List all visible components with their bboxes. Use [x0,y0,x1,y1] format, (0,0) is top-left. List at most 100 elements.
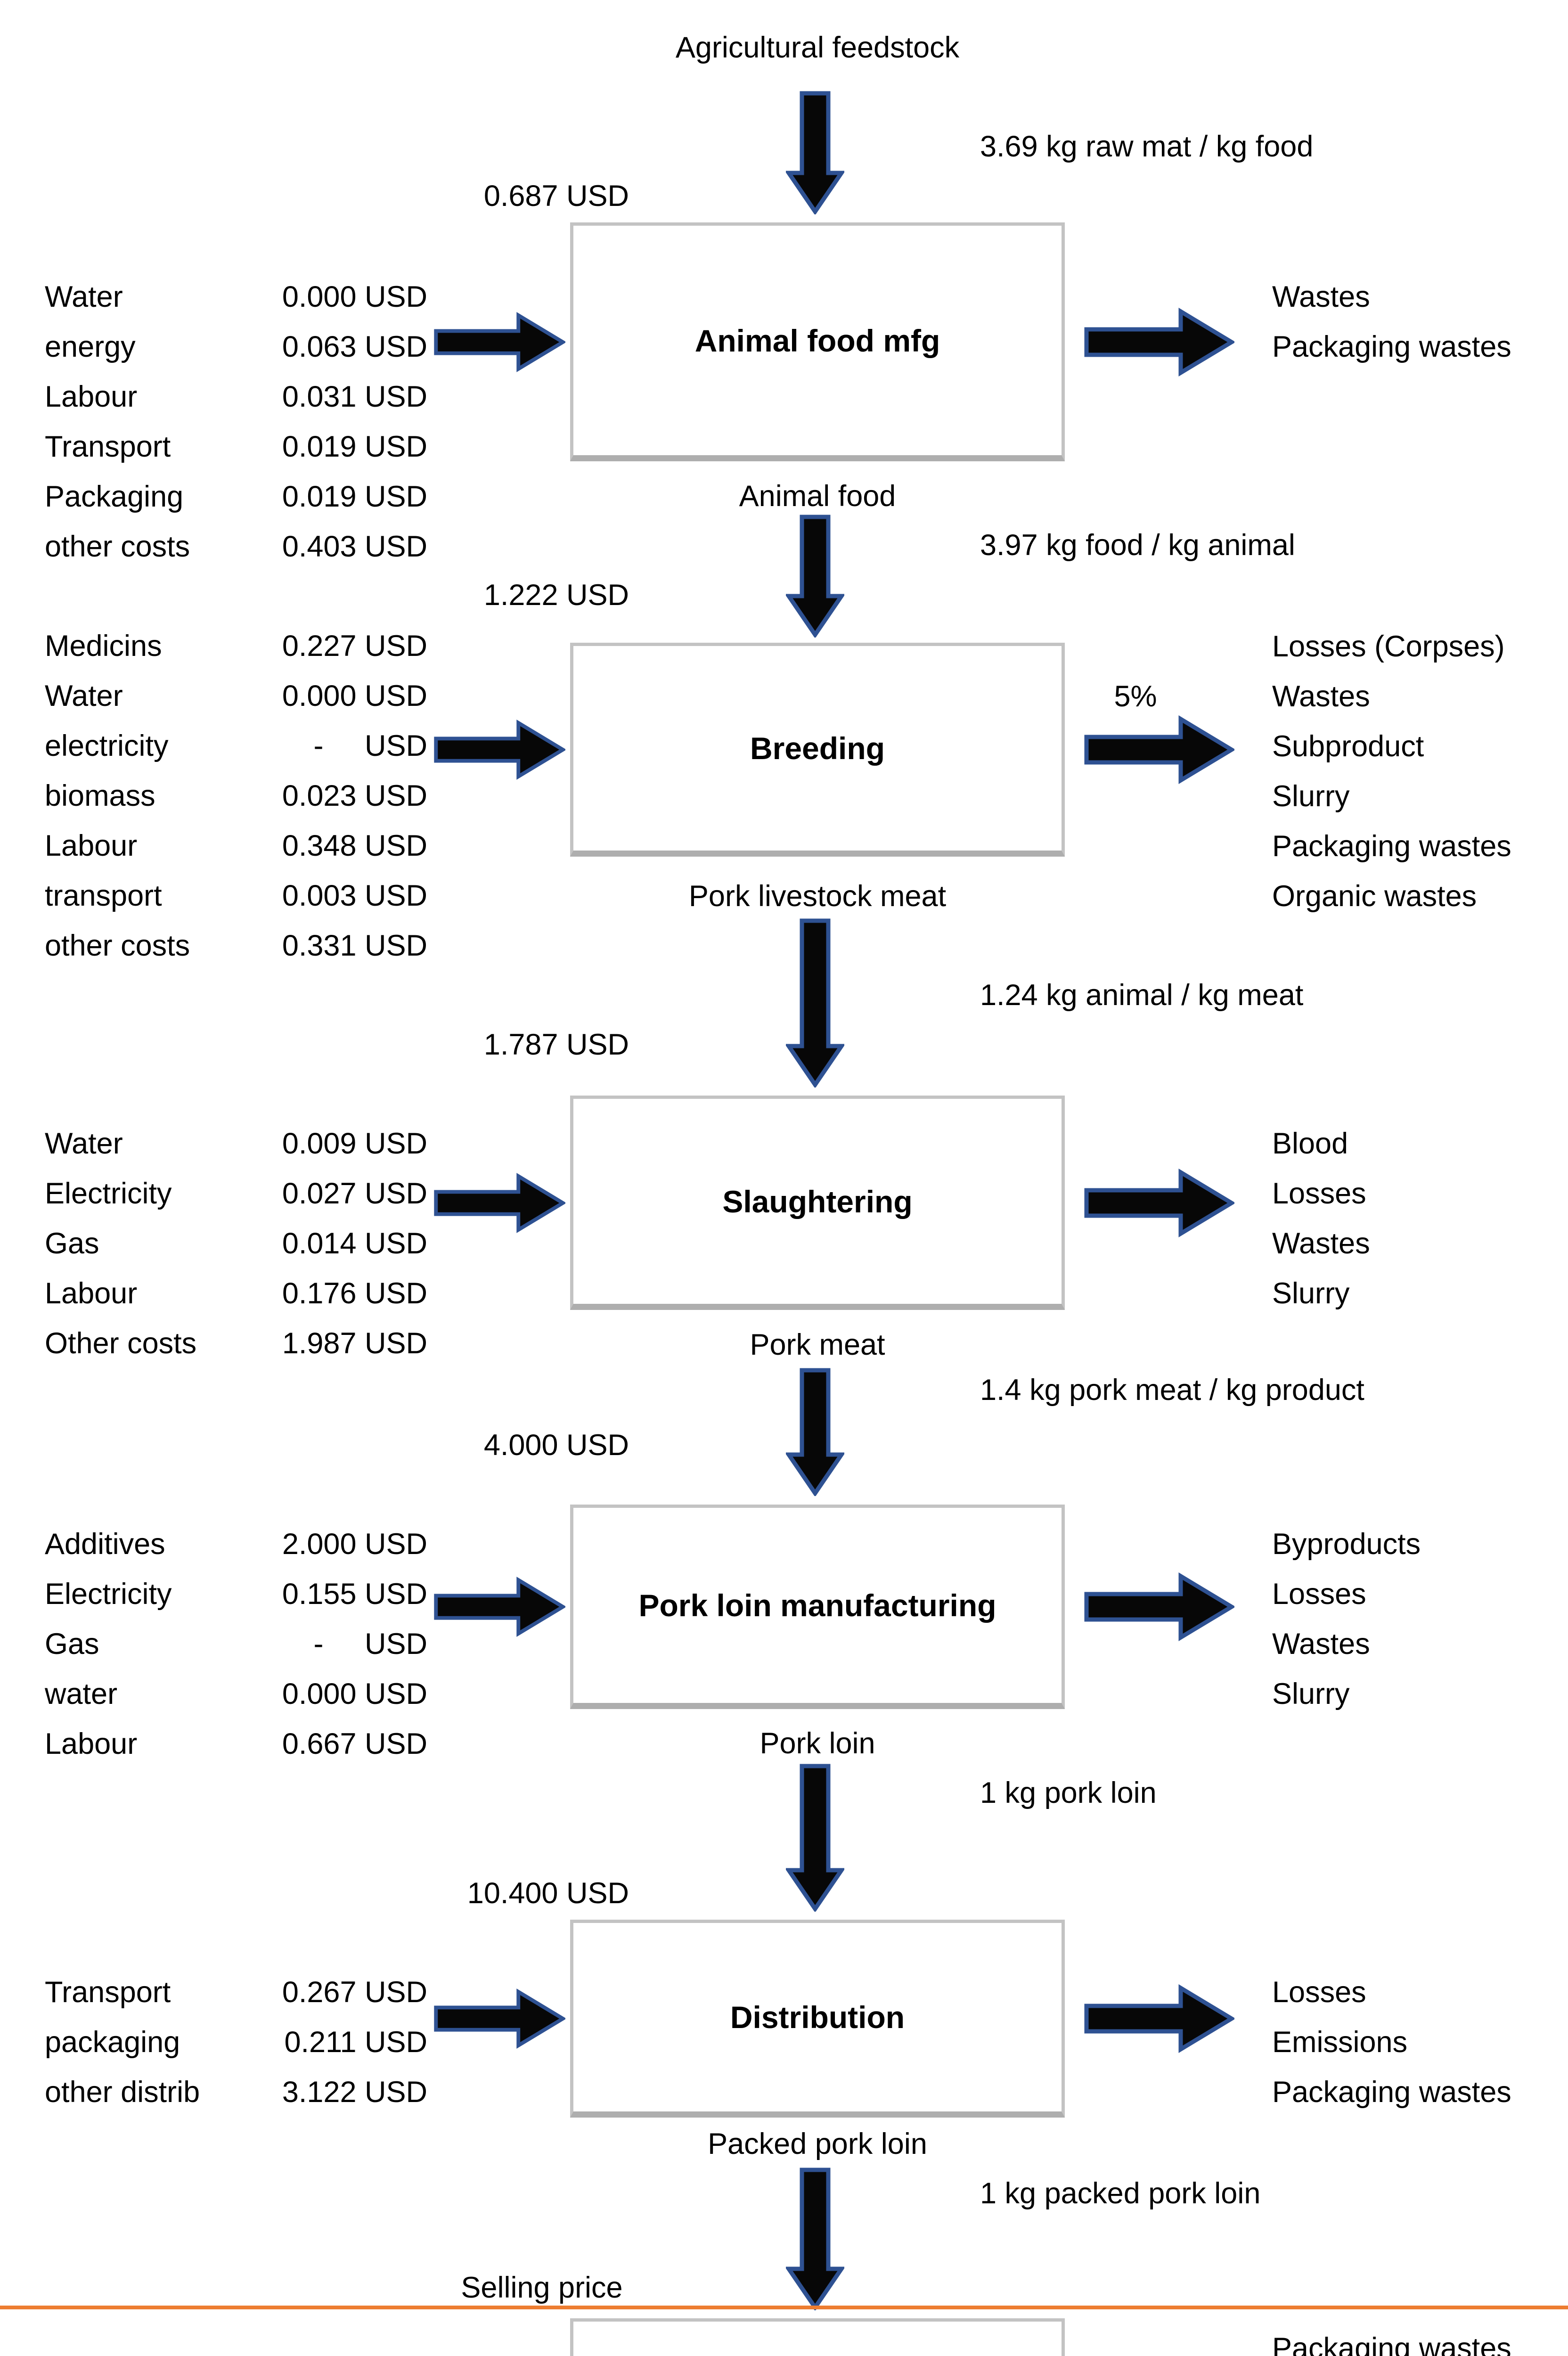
input-label: Gas [45,1628,99,1661]
outputs-list: Losses Emissions Packaging wastes [1272,1967,1511,2117]
outputs-list: Wastes Packaging wastes [1272,272,1511,372]
stage-box-distribution: Distribution [570,1920,1065,2118]
product-label-animal-food: Animal food [739,480,896,513]
stage-total-cost: 1.222 USD [483,579,629,612]
input-value: 0.003 USD [282,879,427,912]
input-value: 0.176 USD [282,1277,427,1310]
right-arrow-icon [1084,714,1234,785]
outputs-list: Losses (Corpses) Wastes Subproduct Slurr… [1272,622,1511,921]
input-value: 1.987 USD [282,1327,427,1360]
input-label: electricity [45,729,169,762]
right-arrow-icon [433,718,565,782]
output-item: Losses [1272,1578,1366,1611]
right-arrow-icon [433,1987,565,2051]
input-label: Other costs [45,1327,197,1360]
output-item: Wastes [1272,1628,1370,1661]
input-row: Water 0.000 USD [45,671,427,721]
output-item: Slurry [1272,1277,1350,1310]
output-item: Losses (Corpses) [1272,630,1505,663]
output-percentage-note: 5% [1114,680,1157,713]
stage-box-pork-loin-manufacturing: Pork loin manufacturing [570,1505,1065,1709]
right-arrow-icon [1084,1168,1234,1238]
output-item: Emissions [1272,2026,1408,2059]
conversion-note: 1 kg pork loin [980,1776,1157,1809]
stage-total-cost: 4.000 USD [483,1429,629,1462]
output-item: Byproducts [1272,1528,1421,1561]
input-label: packaging [45,2026,180,2059]
input-value: 0.267 USD [282,1976,427,2009]
input-value: 2.000 USD [282,1528,427,1561]
output-item: Wastes [1272,280,1370,313]
down-arrow-icon [786,1367,844,1496]
output-item: Slurry [1272,1677,1350,1710]
input-value: 0.019 USD [282,480,427,513]
input-label: Water [45,280,123,313]
outputs-list: Packaging wastes Recycling Meat Wastes L… [1272,2323,1511,2356]
output-item: Wastes [1272,680,1370,713]
input-row: Gas- USD [45,1619,427,1669]
selling-price-label: Selling price [461,2271,623,2304]
input-label: Water [45,679,123,712]
input-value: 0.227 USD [282,630,427,663]
output-item: Slurry [1272,780,1350,813]
output-item: Packaging wastes [1272,330,1511,363]
input-value: 0.403 USD [282,530,427,563]
right-arrow-icon [433,310,565,374]
down-arrow-icon [786,90,844,214]
right-arrow-icon [1084,1983,1234,2054]
stage-box-label: Distribution [730,2000,905,2035]
stage-box-animal-food-mfg: Animal food mfg [570,222,1065,461]
input-value: 0.063 USD [282,330,427,363]
outputs-list: Blood Losses Wastes Slurry [1272,1119,1370,1318]
input-label: Transport [45,430,171,463]
input-value: 0.000 USD [282,679,427,712]
input-value: 0.023 USD [282,779,427,812]
input-value: 0.027 USD [282,1177,427,1210]
input-label: Labour [45,1277,138,1310]
input-row: Other costs 1.987 USD [45,1318,427,1368]
conversion-note: 3.97 kg food / kg animal [980,529,1295,562]
input-label: Electricity [45,1578,172,1611]
conversion-note: 1.24 kg animal / kg meat [980,979,1304,1012]
conversion-note: 1 kg packed pork loin [980,2177,1261,2210]
output-item: Wastes [1272,1227,1370,1260]
input-label: Transport [45,1976,171,2009]
input-label: biomass [45,779,155,812]
input-row: electricity - USD [45,721,427,771]
stage-box-consumption: Consumption [570,2318,1065,2356]
input-value: 0.348 USD [282,829,427,862]
conversion-note: 1.4 kg pork meat / kg product [980,1374,1364,1407]
product-label-pork-livestock-meat: Pork livestock meat [688,880,947,913]
product-label-pork-loin: Pork loin [760,1727,875,1760]
down-arrow-icon [786,918,844,1088]
output-item: Losses [1272,1177,1366,1210]
input-value: 0.009 USD [282,1127,427,1160]
output-item: Blood [1272,1127,1348,1160]
input-label: Labour [45,1727,138,1760]
input-label: Labour [45,380,138,413]
output-item: Losses [1272,1976,1366,2009]
input-value: - USD [313,729,427,762]
output-item: Organic wastes [1272,880,1477,913]
output-item: Packaging wastes [1272,2332,1511,2356]
input-value: 0.000 USD [282,1677,427,1710]
stage-box-breeding: Breeding [570,643,1065,857]
stage-box-label: Pork loin manufacturing [638,1588,996,1623]
stage-box-label: Breeding [750,731,885,766]
input-label: Packaging [45,480,184,513]
